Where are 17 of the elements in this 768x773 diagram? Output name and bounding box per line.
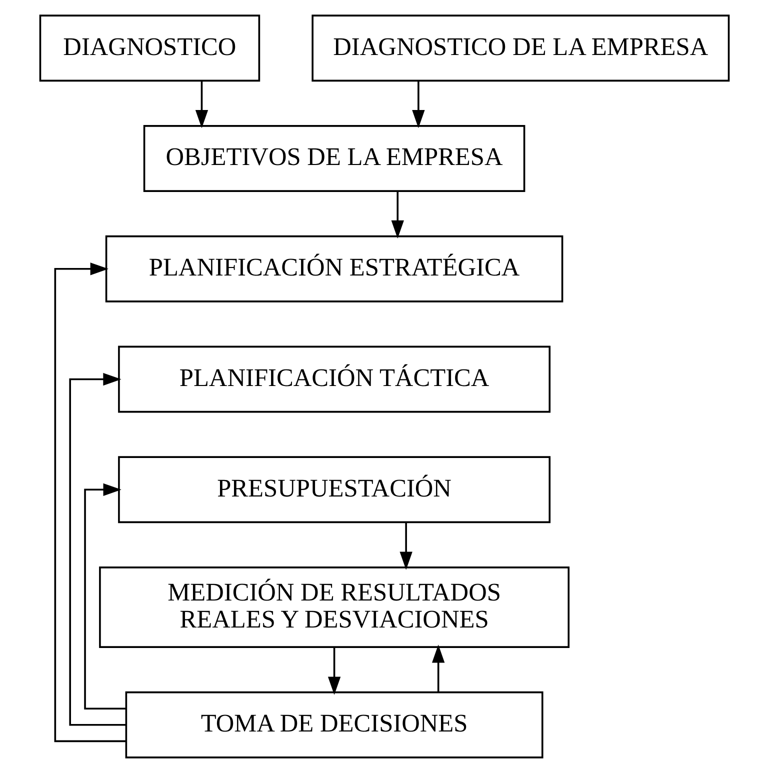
arrow: [194, 81, 208, 128]
node-box: TOMA DE DECISIONES: [124, 691, 543, 758]
arrow: [327, 647, 340, 695]
arrow: [84, 483, 126, 710]
arrow: [68, 372, 126, 726]
node-box: PLANIFICACIÓN ESTRATÉGICA: [104, 235, 563, 302]
node-box: MEDICIÓN DE RESULTADOS REALES Y DESVIACIONES: [98, 566, 570, 648]
node-box: DIAGNOSTICO DE LA EMPRESA: [311, 14, 730, 82]
arrow: [390, 192, 404, 239]
arrow: [399, 522, 412, 570]
node-box: PRESUPUESTACIÓN: [118, 456, 550, 524]
node-box: DIAGNOSTICO: [38, 14, 260, 82]
node-box: PLANIFICACIÓN TÁCTICA: [118, 346, 550, 413]
arrow: [54, 262, 126, 742]
arrow: [412, 81, 424, 128]
arrow: [431, 644, 444, 692]
node-box: OBJETIVOS DE LA EMPRESA: [142, 125, 525, 192]
